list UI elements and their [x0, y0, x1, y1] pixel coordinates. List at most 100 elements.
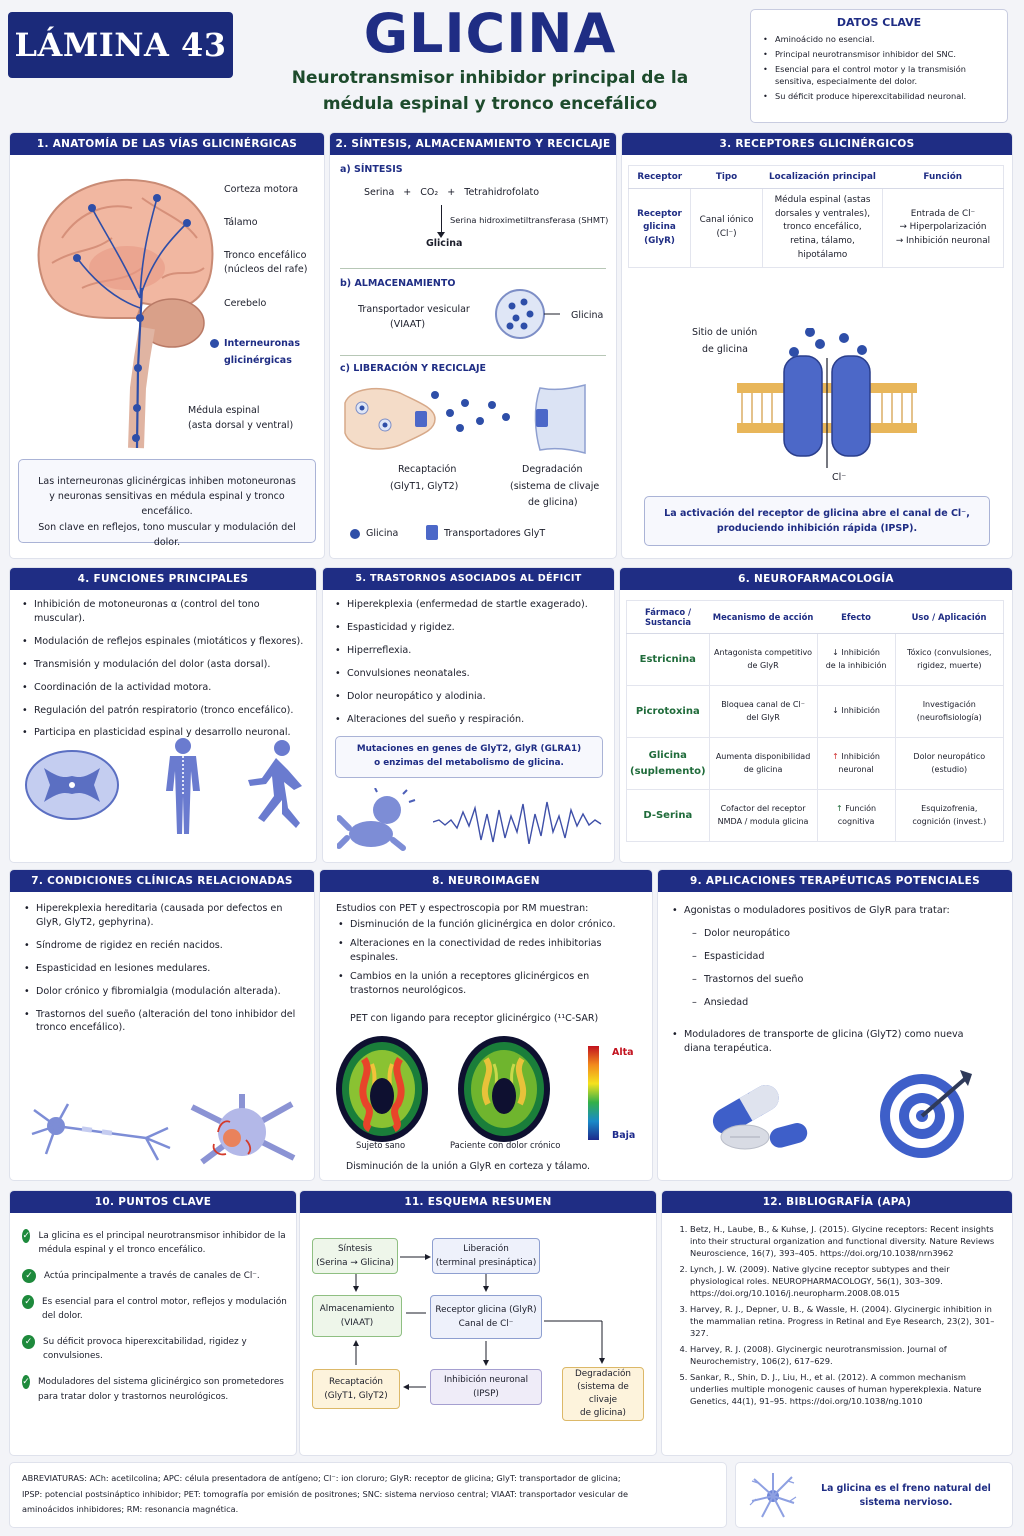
degr-label-sub: (sistema de clivaje	[510, 481, 600, 492]
flow-text: (sistema de clivaje	[577, 1381, 629, 1405]
arrow-head	[437, 232, 445, 238]
datos-item: Su déficit produce hiperexcitabilidad ne…	[761, 91, 997, 103]
list-item: Dolor neuropático y alodinia.	[333, 690, 609, 704]
cell-line: Inhibición	[841, 706, 880, 716]
th: Tipo	[690, 165, 763, 189]
list-item: Modulación de reflejos espinales (miotát…	[20, 635, 312, 649]
section-title: 12. BIBLIOGRAFÍA (APA)	[662, 1191, 1012, 1213]
check-text: Es esencial para el control motor, refle…	[42, 1297, 287, 1322]
binding-site-label-sub: de glicina	[702, 344, 748, 355]
cell-line: glicina	[643, 222, 676, 233]
reference-item: Harvey, R. J., Depner, U. B., & Wassle, …	[690, 1303, 1006, 1339]
up-arrow-icon: ↑	[832, 752, 839, 762]
cell-line: NMDA / modula glicina	[717, 816, 809, 826]
degr-label-sub2: de glicina)	[528, 497, 578, 508]
td-drug: Picrotoxina	[626, 685, 710, 738]
section-title: 1. ANATOMÍA DE LAS VÍAS GLICINÉRGICAS	[10, 133, 324, 155]
target-icon	[880, 1070, 972, 1158]
label-talamo: Tálamo	[224, 217, 258, 228]
section-condiciones: 7. CONDICIONES CLÍNICAS RELACIONADAS Hip…	[10, 870, 314, 1180]
receptor-table: Receptor Tipo Localización principal Fun…	[628, 165, 1004, 269]
cell-line: neuronal	[838, 764, 874, 774]
note-line: o enzimas del metabolismo de glicina.	[374, 758, 564, 769]
th: Uso / Aplicación	[895, 600, 1004, 634]
section-aplicaciones: 9. APLICACIONES TERAPÉUTICAS POTENCIALES…	[658, 870, 1012, 1180]
section-title: 7. CONDICIONES CLÍNICAS RELACIONADAS	[10, 870, 314, 892]
neuroimagen-list: Disminución de la función glicinérgica e…	[336, 918, 636, 1003]
check-icon: ✓	[22, 1375, 31, 1390]
aplicaciones-list-2: Moduladores de transporte de glicina (Gl…	[670, 1028, 970, 1064]
reference-item: Betz, H., Laube, B., & Kuhse, J. (2015).…	[690, 1223, 1006, 1259]
list-item: Convulsiones neonatales.	[333, 667, 609, 681]
motto-box: La glicina es el freno natural del siste…	[736, 1463, 1012, 1527]
cell-line: Receptor	[637, 208, 682, 219]
label-corteza: Corteza motora	[224, 184, 299, 195]
reaction-plus: +	[403, 187, 412, 198]
td-effect: ↓ Inhibición	[817, 685, 896, 738]
vesicle-label: Glicina	[571, 310, 604, 321]
trastornos-list: Hiperekplexia (enfermedad de startle exa…	[333, 598, 609, 735]
td-use: Investigación(neurofisiología)	[895, 685, 1004, 738]
cell-line: Esquizofrenia,	[921, 804, 978, 814]
pet-title: PET con ligando para receptor glicinérgi…	[350, 1013, 599, 1024]
cell-line: cognitiva	[837, 816, 875, 826]
drug-name: Estricnina	[639, 653, 696, 665]
td-mech: Bloquea canal de Cl⁻del GlyR	[709, 685, 818, 738]
cell-line: hipotálamo	[797, 249, 848, 260]
list-item: Cambios en la unión a receptores gliciné…	[336, 970, 636, 998]
section-title: 2. SÍNTESIS, ALMACENAMIENTO Y RECICLAJE	[330, 133, 616, 155]
section-puntos-clave: 10. PUNTOS CLAVE ✓La glicina es el princ…	[10, 1191, 296, 1455]
label-cerebelo: Cerebelo	[224, 298, 267, 309]
runner-icon	[248, 740, 302, 828]
anatomia-note: Las interneuronas glicinérgicas inhiben …	[18, 459, 316, 548]
pharma-table-wrap: Fármaco / Sustancia Mecanismo de acción …	[626, 600, 1004, 842]
cell-line: de GlyR	[747, 660, 779, 670]
enzyme-label: Serina hidroximetiltransferasa (SHMT)	[450, 215, 609, 225]
check-text: La glicina es el principal neurotransmis…	[38, 1231, 286, 1256]
datos-item: Esencial para el control motor y la tran…	[761, 64, 997, 88]
sub-item: Dolor neuropático	[690, 927, 990, 941]
cell-line: Antagonista competitivo	[714, 648, 813, 658]
drug-name: Glicina	[648, 750, 687, 761]
list-item: Agonistas o moduladores positivos de Gly…	[670, 904, 1000, 918]
section-title: 4. FUNCIONES PRINCIPALES	[10, 568, 316, 590]
check-text: Moduladores del sistema glicinérgico son…	[38, 1377, 284, 1402]
degr-label: Degradación	[522, 464, 583, 475]
cell-line: Función	[845, 804, 877, 814]
lamina-label: LÁMINA 43	[14, 26, 227, 64]
list-item: Dolor crónico y fibromialgia (modulación…	[22, 985, 306, 999]
list-item: Hiperreflexia.	[333, 644, 609, 658]
flow-text: Canal de Cl⁻	[458, 1319, 514, 1329]
divider	[340, 268, 606, 269]
section-title: 10. PUNTOS CLAVE	[10, 1191, 296, 1213]
viaat-label: Transportador vesicular	[358, 304, 470, 315]
check-text: Actúa principalmente a través de canales…	[44, 1271, 260, 1282]
label-glicinergicas: glicinérgicas	[224, 355, 292, 366]
cell-line: (GlyR)	[644, 235, 675, 246]
list-item: Coordinación de la actividad motora.	[20, 681, 312, 695]
flow-text: Almacenamiento	[319, 1303, 395, 1314]
list-item: Participa en plasticidad espinal y desar…	[20, 726, 312, 740]
subtitle-liberacion: c) LIBERACIÓN Y RECICLAJE	[340, 363, 487, 374]
recap-label: Recaptación	[398, 464, 457, 475]
cell-line: de la inhibición	[825, 660, 887, 670]
abbr-line: IPSP: potencial postsináptico inhibidor;…	[22, 1488, 629, 1499]
product-label: Glicina	[426, 238, 463, 249]
th: Efecto	[817, 600, 896, 634]
cell-line: Médula espinal (astas	[774, 195, 871, 205]
sub-item: Trastornos del sueño	[690, 973, 990, 987]
recap-label-sub: (GlyT1, GlyT2)	[390, 481, 459, 492]
up-arrow-icon: ↑	[835, 804, 843, 814]
section-receptores: 3. RECEPTORES GLICINÉRGICOS Receptor Tip…	[622, 133, 1012, 558]
neuroimagen-intro: Estudios con PET y espectroscopia por RM…	[336, 903, 589, 914]
flow-receptor: Receptor glicina (GlyR) Canal de Cl⁻	[430, 1295, 542, 1339]
td-drug: Estricnina	[626, 633, 710, 686]
check-icon: ✓	[22, 1269, 36, 1284]
list-item: Moduladores de transporte de glicina (Gl…	[670, 1028, 970, 1056]
pills-icon	[712, 1085, 808, 1150]
label-tronco: Tronco encefálico	[224, 250, 307, 261]
flow-text: de glicina)	[580, 1408, 626, 1419]
